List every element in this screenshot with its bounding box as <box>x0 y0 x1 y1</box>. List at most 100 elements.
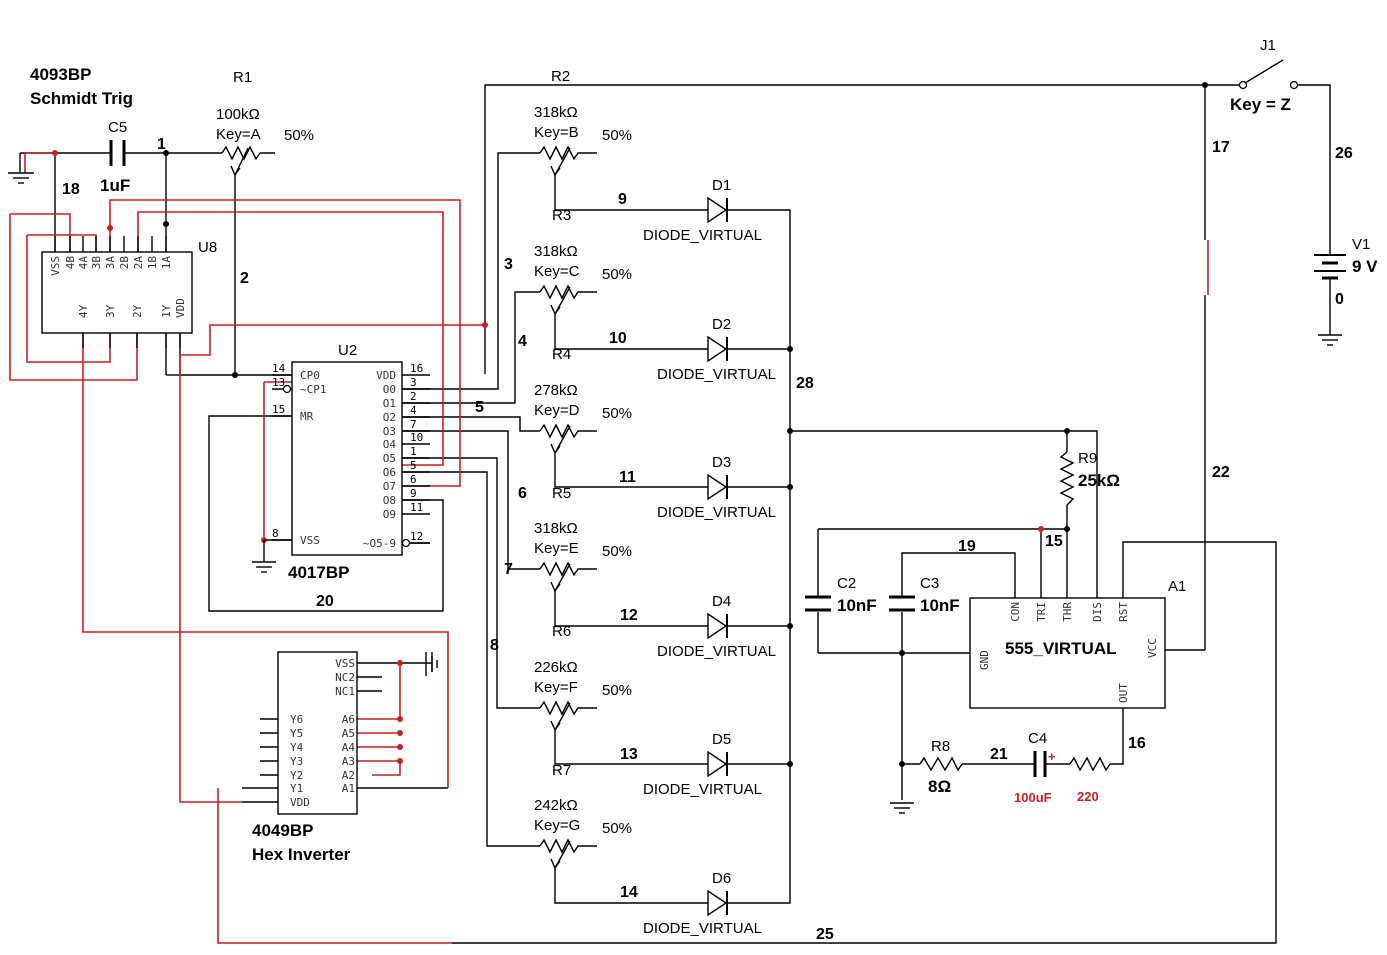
net-label: 8 <box>490 637 499 654</box>
u2-pin-number: 8 <box>272 527 279 540</box>
diode-part: DIODE_VIRTUAL <box>643 920 762 937</box>
u8-part: 4093BP <box>30 65 91 84</box>
net-label: 18 <box>62 181 80 198</box>
u2-pin-label: ~O5-9 <box>363 537 396 550</box>
junctions <box>52 82 1208 767</box>
pot-pct: 50% <box>602 127 632 144</box>
resistor-r9 <box>1059 451 1075 506</box>
u2-pin-label: O1 <box>383 397 396 410</box>
r2-ref: R2 <box>551 68 570 85</box>
resistor-r8 <box>919 756 963 772</box>
battery-v1 <box>1314 254 1346 280</box>
r8-ref: R8 <box>931 738 950 755</box>
pot-key: Key=C <box>534 263 580 280</box>
pot-ref: R7 <box>552 762 571 779</box>
u8-pin-label: 1Y <box>160 304 173 318</box>
component-labels: R1 100kΩ Key=A 50% R2 C5 1uF C2 10nF C3 … <box>100 37 1378 805</box>
net-label: 19 <box>958 538 976 555</box>
u2-pin-label: O7 <box>383 480 396 493</box>
j1-ref: J1 <box>1260 37 1276 54</box>
u2-pin-number: 6 <box>410 473 417 486</box>
inv-pin-label: A4 <box>342 741 356 754</box>
inv-pin-label: A2 <box>342 769 355 782</box>
net-label: 20 <box>316 593 334 610</box>
u2-pin-number: 5 <box>410 459 417 472</box>
c2-ref: C2 <box>837 575 856 592</box>
inv-pin-label: A6 <box>342 713 355 726</box>
net-label: 16 <box>1128 735 1146 752</box>
inv-pin-label: Y2 <box>290 769 303 782</box>
net-label: 14 <box>620 884 638 901</box>
diode-ref: D1 <box>712 177 731 194</box>
u2-pin-label: O5 <box>383 452 396 465</box>
diode-part: DIODE_VIRTUAL <box>657 643 776 660</box>
a1-pin-label: OUT <box>1117 683 1130 703</box>
u2-pin-number: 1 <box>410 445 417 458</box>
net-label: 5 <box>475 399 484 416</box>
inv-pin-label: Y1 <box>290 782 303 795</box>
net-label: 17 <box>1212 139 1230 156</box>
a1-ref: A1 <box>1168 578 1186 595</box>
pot-pct: 50% <box>602 820 632 837</box>
inv-pin-label: Y5 <box>290 727 303 740</box>
net-label: 4 <box>518 333 527 350</box>
pot-ref: R4 <box>552 346 571 363</box>
c3-value: 10nF <box>920 596 960 615</box>
switch-j1[interactable] <box>1238 59 1299 90</box>
u8-pin-label: VDD <box>174 298 187 318</box>
c4-polarity: + <box>1048 749 1056 764</box>
u8-pin-label: 1A <box>160 256 173 270</box>
diodes: D1DIODE_VIRTUALD2DIODE_VIRTUALD3DIODE_VI… <box>643 177 776 937</box>
net-label: 25 <box>816 926 834 943</box>
ground-icon <box>890 802 914 814</box>
u2-ref: U2 <box>338 342 357 359</box>
inv-pin-label: Y4 <box>290 741 304 754</box>
u2-pin-number: 3 <box>410 376 417 389</box>
pot-value: 318kΩ <box>534 104 578 121</box>
net-labels: 1 2 3 4 5 6 7 8 9 10 11 12 13 14 15 16 1… <box>62 136 1353 943</box>
pot-value: 278kΩ <box>534 382 578 399</box>
net-label: 1 <box>157 136 166 153</box>
r8-value: 8Ω <box>928 777 951 796</box>
inv-pin-label: NC2 <box>335 671 355 684</box>
u2-pin-number: 15 <box>272 403 285 416</box>
a1-pin-label: THR <box>1061 602 1074 622</box>
net-label: 2 <box>240 270 249 287</box>
r-out-value: 220 <box>1077 789 1099 804</box>
u2-pin-number: 4 <box>410 404 417 417</box>
pot-value: 242kΩ <box>534 797 578 814</box>
capacitor-c2 <box>805 595 831 612</box>
u2-pin-label: O8 <box>383 494 396 507</box>
net-label: 7 <box>504 561 513 578</box>
inv-pin-label: VSS <box>335 657 355 670</box>
diode-ref: D6 <box>712 870 731 887</box>
pot-key: Key=G <box>534 817 580 834</box>
u2-pin-label: CP0 <box>300 369 320 382</box>
diode-part: DIODE_VIRTUAL <box>643 781 762 798</box>
u2-pin-label: O6 <box>383 466 396 479</box>
a1-pin-label: GND <box>978 650 991 670</box>
pot-value: 318kΩ <box>534 520 578 537</box>
diode-part: DIODE_VIRTUAL <box>657 366 776 383</box>
u2-pin-number: 7 <box>410 418 417 431</box>
capacitor-c4 <box>1033 751 1047 777</box>
ground-icon <box>8 172 34 184</box>
u2-pin-number: 10 <box>410 431 423 444</box>
c3-ref: C3 <box>920 575 939 592</box>
j1-key: Key = Z <box>1230 95 1291 114</box>
net-label: 28 <box>796 375 814 392</box>
u8-pin-label: 2A <box>132 256 145 270</box>
diode-ref: D4 <box>712 593 731 610</box>
u8-ref: U8 <box>198 239 217 256</box>
ground-icon <box>425 652 438 676</box>
pot-pct: 50% <box>602 682 632 699</box>
diode-ref: D2 <box>712 316 731 333</box>
net-label: 21 <box>990 746 1008 763</box>
v1-value: 9 V <box>1352 257 1378 276</box>
